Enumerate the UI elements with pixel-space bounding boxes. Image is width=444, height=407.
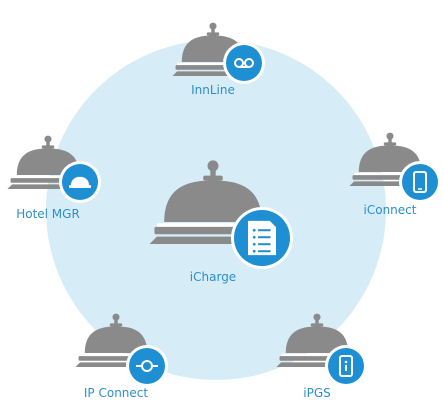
badge-ip-connect [126, 345, 168, 387]
bell-collar [109, 323, 123, 327]
bell-stripe [80, 353, 152, 357]
badge-circle [402, 164, 438, 200]
node-label-iconnect: iConnect [363, 203, 417, 217]
bell-collar [206, 32, 220, 36]
bell-stripe [177, 62, 249, 66]
voicemail-icon [234, 58, 254, 68]
badge-icharge [231, 207, 293, 269]
document-list-icon [248, 220, 276, 256]
badge-iconnect [399, 161, 441, 203]
node-label-ipgs: iPGS [303, 386, 331, 400]
node-ipgs [276, 313, 367, 387]
node-ip-connect [75, 313, 168, 387]
bell-icharge [149, 160, 277, 244]
bell-stem [315, 317, 319, 325]
bell-dome [285, 326, 349, 353]
bell-collar [383, 142, 397, 146]
badge-hotel-mgr [59, 161, 101, 203]
bell-collar [41, 145, 55, 149]
hard-hat-icon [69, 176, 91, 188]
phone-info-icon [339, 355, 353, 377]
bell-stripe [281, 353, 353, 357]
badge-ipgs [325, 345, 367, 387]
smartphone-icon [413, 171, 427, 193]
bell-stripe [12, 175, 84, 179]
bell-stripe [354, 172, 426, 176]
badge-innline [223, 42, 265, 84]
node-label-icharge: iCharge [189, 270, 237, 284]
node-label-innline: InnLine [191, 83, 235, 97]
bell-dome [84, 326, 148, 353]
bell-stem [210, 165, 216, 179]
node-iconnect [349, 132, 441, 203]
bell-stem [211, 26, 215, 34]
bell-collar [310, 323, 324, 327]
bell-stem [46, 139, 50, 147]
bell-stem [388, 136, 392, 144]
network-node-icon [136, 360, 158, 372]
bell-dome [16, 148, 80, 175]
node-hotel-mgr [7, 135, 101, 203]
bell-stripe [156, 223, 270, 227]
nodes-layer [7, 22, 441, 387]
bell-dome [164, 180, 262, 222]
node-label-hotel-mgr: Hotel MGR [16, 207, 80, 221]
bell-dome [358, 145, 422, 172]
node-icharge [149, 160, 293, 269]
bell-collar [203, 175, 223, 181]
node-innline [172, 22, 265, 84]
bell-stem [114, 317, 118, 325]
node-label-ip-connect: IP Connect [83, 386, 149, 400]
